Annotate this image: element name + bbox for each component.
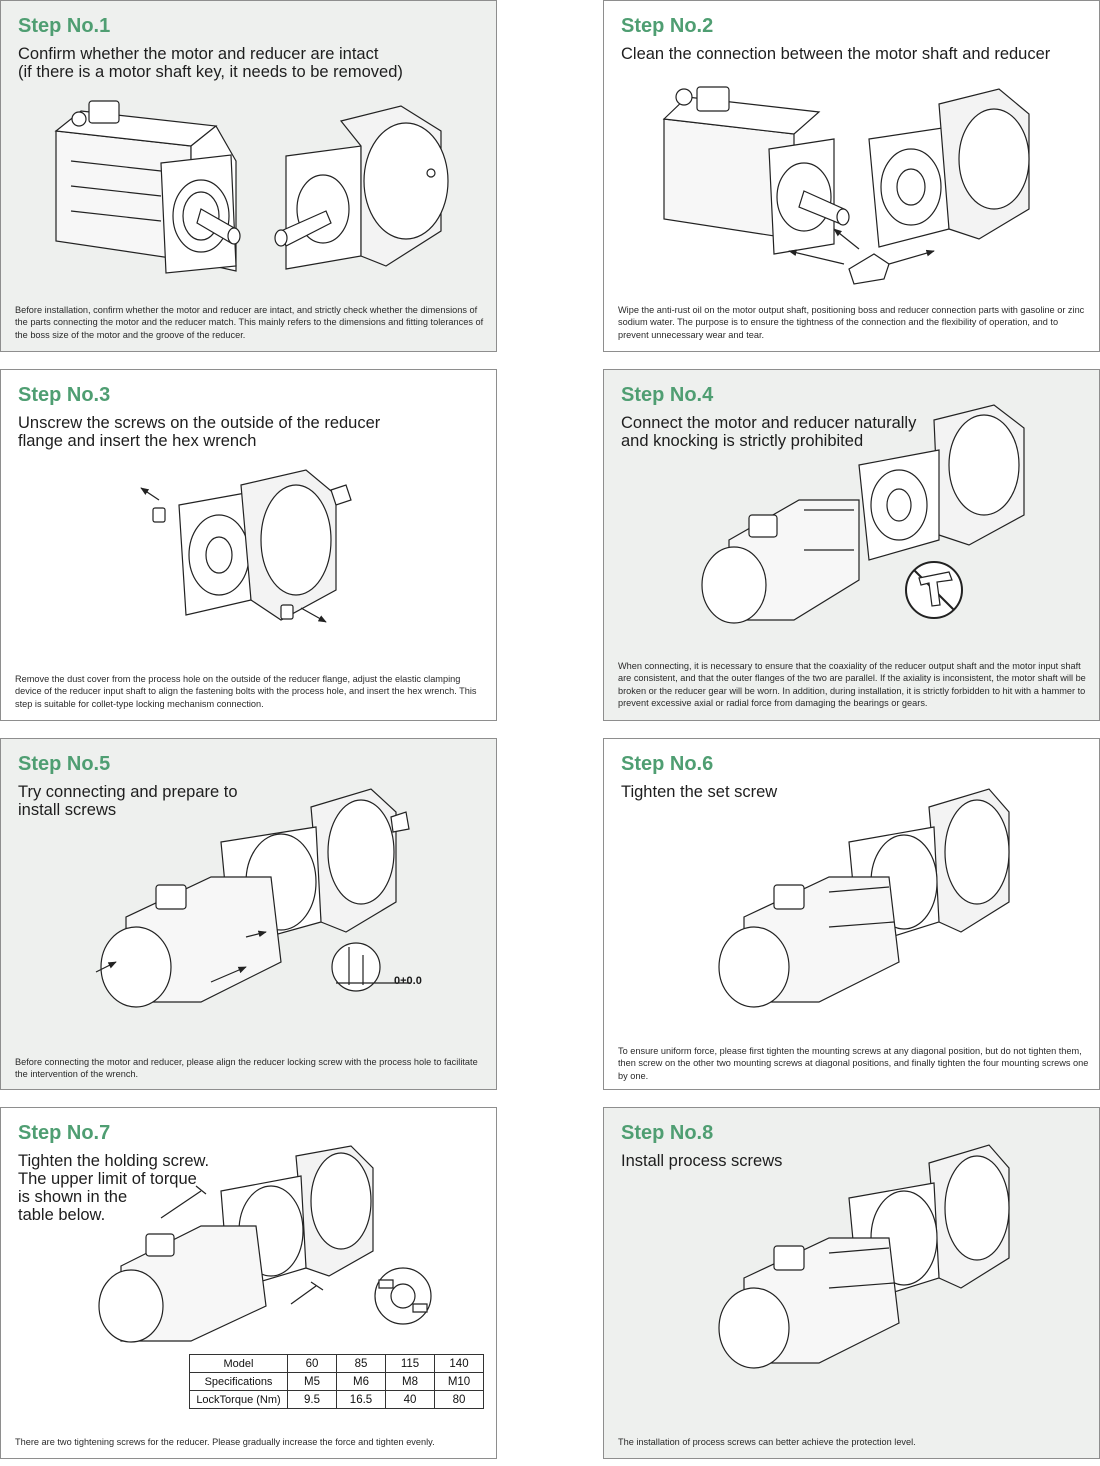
tighten-set-screw-illustration — [699, 787, 1019, 1007]
hex-wrench-illustration — [140, 470, 371, 660]
step-7-panel: Step No.7 Tighten the holding screw. The… — [0, 1107, 497, 1459]
table-row: LockTorque (Nm) 9.5 16.5 40 80 — [189, 1390, 484, 1409]
step-1-subtitle: Confirm whether the motor and reducer ar… — [18, 45, 403, 81]
step-3-subtitle: Unscrew the screws on the outside of the… — [18, 414, 381, 450]
step-3-title: Step No.3 — [18, 384, 111, 406]
step-1-title: Step No.1 — [18, 15, 111, 37]
step-7-note: There are two tightening screws for the … — [15, 1437, 435, 1447]
table-cell: LockTorque (Nm) — [189, 1390, 288, 1409]
step-2-note: Wipe the anti-rust oil on the motor outp… — [618, 305, 1085, 340]
step-1-note: Before installation, confirm whether the… — [15, 305, 484, 340]
step-8-panel: Step No.8 Install process screws The ins… — [603, 1107, 1100, 1459]
step-2-panel: Step No.2 Clean the connection between t… — [603, 0, 1100, 352]
step-5-subtitle: Try connecting and prepare to install sc… — [18, 783, 238, 819]
step-3-note: Remove the dust cover from the process h… — [15, 674, 477, 709]
step-3-panel: Step No.3 Unscrew the screws on the outs… — [0, 369, 497, 721]
step-6-subtitle: Tighten the set screw — [621, 783, 778, 801]
table-cell: 40 — [385, 1390, 435, 1409]
motor-and-reducer-illustration — [41, 91, 461, 281]
step-8-title: Step No.8 — [621, 1122, 714, 1144]
step-4-note: When connecting, it is necessary to ensu… — [618, 661, 1086, 708]
step-6-title: Step No.6 — [621, 753, 714, 775]
table-row: Model 60 85 115 140 — [189, 1354, 484, 1373]
table-cell: M8 — [385, 1372, 435, 1391]
step-6-panel: Step No.6 Tighten the set screw To ensur… — [603, 738, 1100, 1090]
step-4-subtitle: Connect the motor and reducer naturally … — [621, 414, 917, 450]
table-cell: 85 — [336, 1354, 386, 1373]
table-cell: 140 — [434, 1354, 484, 1373]
step-5-note: Before connecting the motor and reducer,… — [15, 1057, 478, 1080]
process-screws-illustration — [699, 1143, 1019, 1373]
table-cell: 80 — [434, 1390, 484, 1409]
torque-table: Model 60 85 115 140 Specifications M5 M6… — [189, 1354, 484, 1409]
step-4-panel: Step No.4 Connect the motor and reducer … — [603, 369, 1100, 721]
table-cell: 60 — [287, 1354, 337, 1373]
table-cell: M10 — [434, 1372, 484, 1391]
step-8-note: The installation of process screws can b… — [618, 1437, 916, 1447]
table-cell: 16.5 — [336, 1390, 386, 1409]
table-cell: Model — [189, 1354, 288, 1373]
table-cell: Specifications — [189, 1372, 288, 1391]
step-6-note: To ensure uniform force, please first ti… — [618, 1046, 1089, 1081]
step-2-subtitle: Clean the connection between the motor s… — [621, 45, 1051, 63]
table-row: Specifications M5 M6 M8 M10 — [189, 1372, 484, 1391]
step-7-subtitle: Tighten the holding screw. The upper lim… — [18, 1152, 210, 1224]
step-2-title: Step No.2 — [621, 15, 714, 37]
table-cell: M5 — [287, 1372, 337, 1391]
table-cell: 115 — [385, 1354, 435, 1373]
step-5-panel: Step No.5 Try connecting and prepare to … — [0, 738, 497, 1090]
table-cell: M6 — [336, 1372, 386, 1391]
step-7-title: Step No.7 — [18, 1122, 111, 1144]
holding-screw-illustration — [101, 1146, 441, 1346]
cleaning-illustration — [649, 79, 1069, 289]
connect-naturally-illustration — [694, 400, 1094, 640]
step-8-subtitle: Install process screws — [621, 1152, 783, 1170]
table-cell: 9.5 — [287, 1390, 337, 1409]
try-connecting-illustration — [71, 787, 431, 1007]
tolerance-label: 0+0.0 — [394, 975, 422, 987]
step-4-title: Step No.4 — [621, 384, 714, 406]
step-1-panel: Step No.1 Confirm whether the motor and … — [0, 0, 497, 352]
step-5-title: Step No.5 — [18, 753, 111, 775]
